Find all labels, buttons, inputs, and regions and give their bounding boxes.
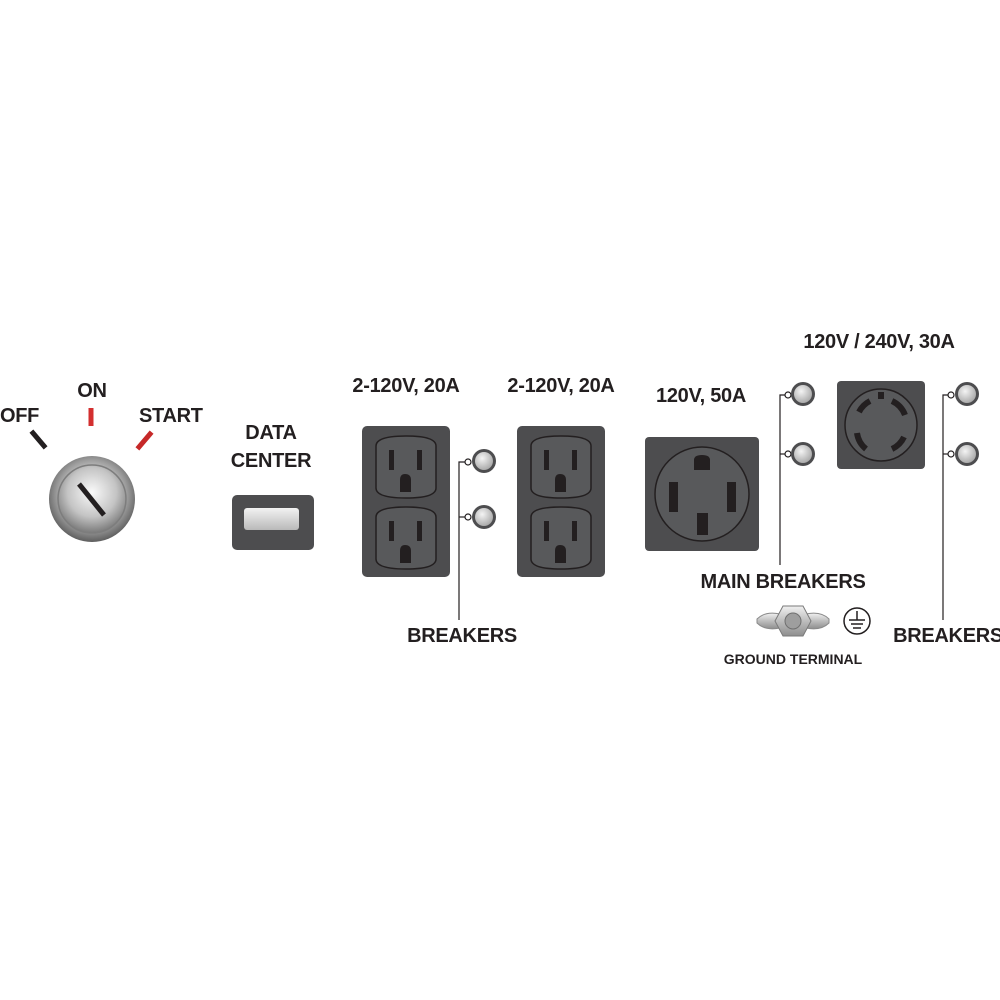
main-breakers <box>779 382 815 565</box>
main-breakers-label: MAIN BREAKERS <box>700 571 866 593</box>
breakers-label-left: BREAKERS <box>407 625 517 647</box>
key-slot <box>77 482 106 517</box>
breaker-button-1[interactable] <box>472 449 496 473</box>
main-breaker-button-1[interactable] <box>791 382 815 406</box>
duplex-outlet-1-label: 2-120V, 20A <box>352 375 460 397</box>
outlet-30a-label: 120V / 240V, 30A <box>803 331 955 353</box>
duplex-outlet-2 <box>517 426 605 577</box>
data-center-line-1: DATA <box>245 422 297 444</box>
start-indicator <box>135 430 154 451</box>
on-label: ON <box>77 380 107 402</box>
receptacle-2a[interactable] <box>530 435 592 499</box>
thirty-amp-breakers <box>942 382 979 620</box>
off-label: OFF <box>0 405 40 427</box>
ground-terminal-label: GROUND TERMINAL <box>723 651 863 667</box>
main-breaker-button-2[interactable] <box>791 442 815 466</box>
ground-terminal[interactable] <box>756 605 830 637</box>
ignition-key-switch[interactable] <box>49 456 135 542</box>
receptacle-1a[interactable] <box>375 435 437 499</box>
duplex-outlet-1 <box>362 426 450 577</box>
start-label: START <box>139 405 203 427</box>
breaker-button-3[interactable] <box>955 382 979 406</box>
ground-symbol-icon <box>843 607 871 635</box>
outlet-50a[interactable] <box>645 437 759 551</box>
outlet-50a-label: 120V, 50A <box>656 385 746 407</box>
breaker-button-4[interactable] <box>955 442 979 466</box>
receptacle-2b[interactable] <box>530 506 592 570</box>
receptacle-1b[interactable] <box>375 506 437 570</box>
off-indicator <box>29 429 48 450</box>
outlet-30a-twistlock[interactable] <box>837 381 925 469</box>
breaker-button-2[interactable] <box>472 505 496 529</box>
data-center-line-2: CENTER <box>230 450 312 472</box>
data-center-label: DATA CENTER <box>230 419 312 475</box>
duplex-outlet-2-label: 2-120V, 20A <box>507 375 615 397</box>
duplex-breakers <box>458 449 496 620</box>
breakers-label-right: BREAKERS <box>893 625 1000 647</box>
data-center-port[interactable] <box>232 495 314 550</box>
